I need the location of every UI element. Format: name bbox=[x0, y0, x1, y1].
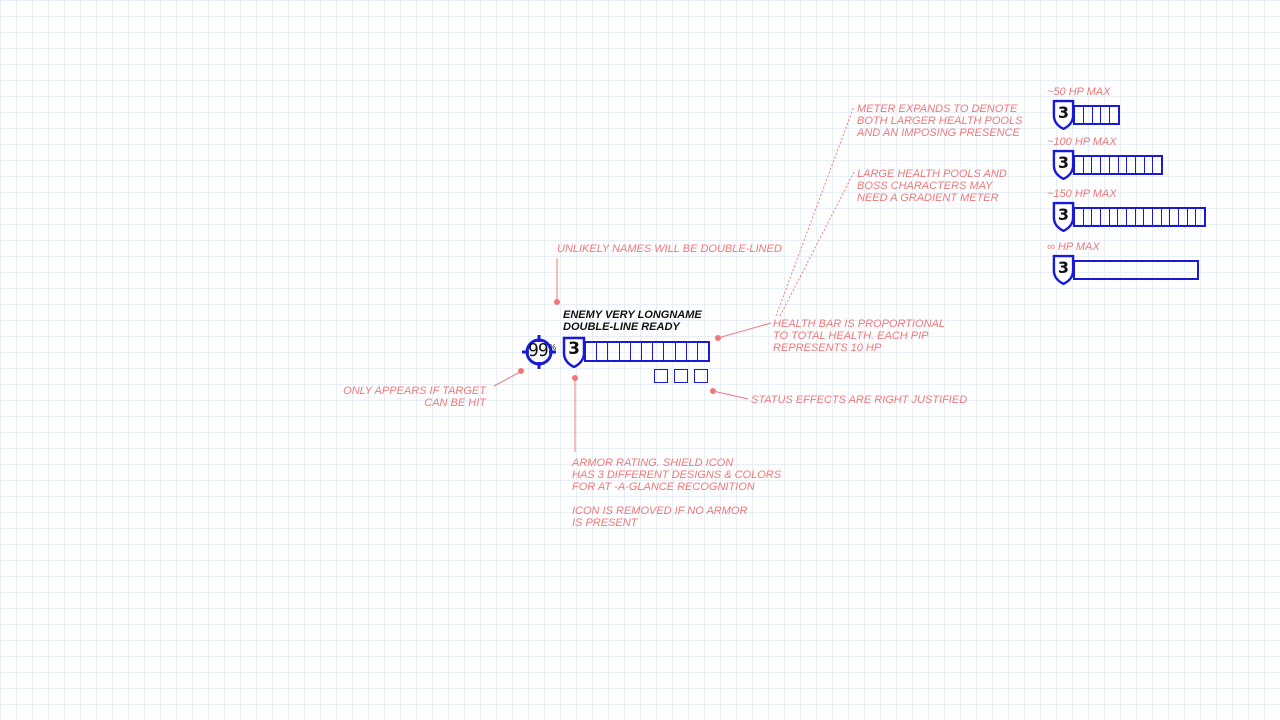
note-status-effects: STATUS EFFECTS ARE RIGHT JUSTIFIED bbox=[751, 394, 968, 406]
health-bar bbox=[584, 341, 710, 362]
health-pip bbox=[1075, 107, 1084, 123]
shield-icon: 3 bbox=[1052, 201, 1075, 232]
health-pip bbox=[597, 343, 609, 360]
health-pip bbox=[642, 343, 654, 360]
health-pip bbox=[1153, 209, 1162, 225]
health-pip bbox=[1136, 157, 1145, 173]
health-pip bbox=[1162, 209, 1171, 225]
tier-health-bar bbox=[1073, 260, 1199, 280]
armor-value: 3 bbox=[1057, 257, 1070, 277]
health-pip bbox=[676, 343, 687, 360]
note-health-bar: HEALTH BAR IS PROPORTIONAL TO TOTAL HEAL… bbox=[773, 318, 945, 354]
leader-dot bbox=[554, 299, 560, 305]
health-pip bbox=[1196, 209, 1204, 225]
status-effect-slot bbox=[654, 369, 668, 383]
health-pip bbox=[1170, 209, 1180, 225]
health-pip bbox=[664, 343, 676, 360]
health-pip bbox=[687, 343, 698, 360]
status-effect-slot bbox=[674, 369, 688, 383]
health-pip bbox=[1084, 107, 1093, 123]
leader-dot bbox=[715, 335, 721, 341]
health-pip bbox=[1145, 157, 1154, 173]
health-pip bbox=[1101, 107, 1111, 123]
health-pip bbox=[1084, 157, 1093, 173]
health-pip bbox=[1136, 209, 1145, 225]
shield-icon: 3 bbox=[1052, 99, 1075, 130]
health-pip bbox=[1093, 107, 1102, 123]
health-pip bbox=[586, 343, 598, 360]
enemy-name: ENEMY VERY LONGNAME DOUBLE-LINE READY bbox=[563, 309, 702, 333]
health-pip bbox=[1075, 157, 1084, 173]
armor-value: 3 bbox=[1057, 152, 1070, 172]
health-pip bbox=[1110, 107, 1118, 123]
leader-dot bbox=[710, 388, 716, 394]
hit-chance-unit: % bbox=[549, 343, 557, 352]
note-gradient-meter: LARGE HEALTH POOLS AND BOSS CHARACTERS M… bbox=[857, 168, 1007, 204]
tier-label: ∞ HP MAX bbox=[1047, 241, 1100, 253]
note-hit-chance: ONLY APPEARS IF TARGET CAN BE HIT bbox=[343, 385, 486, 409]
health-pip bbox=[1101, 157, 1110, 173]
shield-icon: 3 bbox=[1052, 254, 1075, 285]
note-double-line: UNLIKELY NAMES WILL BE DOUBLE-LINED bbox=[557, 243, 782, 255]
health-pip bbox=[631, 343, 642, 360]
shield-icon: 3 bbox=[1052, 149, 1075, 180]
health-pip bbox=[1144, 209, 1154, 225]
health-pip bbox=[1092, 209, 1102, 225]
crosshair-icon bbox=[522, 335, 556, 369]
health-pip bbox=[1110, 157, 1119, 173]
health-pip bbox=[653, 343, 665, 360]
tier-health-bar bbox=[1073, 105, 1120, 125]
health-pip bbox=[1188, 209, 1197, 225]
health-pip bbox=[1127, 157, 1136, 173]
tier-label: ~50 HP MAX bbox=[1047, 86, 1111, 98]
tier-label: ~100 HP MAX bbox=[1047, 136, 1117, 148]
note-meter-expands: METER EXPANDS TO DENOTE BOTH LARGER HEAL… bbox=[857, 103, 1023, 139]
leader-dot bbox=[518, 368, 524, 374]
tier-health-bar bbox=[1073, 155, 1163, 175]
armor-value: 3 bbox=[1057, 102, 1070, 122]
health-pip bbox=[1110, 209, 1119, 225]
tier-label: ~150 HP MAX bbox=[1047, 188, 1117, 200]
health-pip bbox=[1101, 209, 1110, 225]
health-pip bbox=[698, 343, 708, 360]
health-pip bbox=[1179, 209, 1188, 225]
health-pip bbox=[1075, 209, 1084, 225]
health-pip bbox=[1092, 157, 1102, 173]
health-pip bbox=[1153, 157, 1161, 173]
health-pip bbox=[1127, 209, 1136, 225]
health-pip bbox=[608, 343, 620, 360]
shield-icon: 3 bbox=[562, 336, 586, 368]
leader-dot bbox=[572, 375, 578, 381]
health-pip bbox=[1119, 157, 1128, 173]
health-pip bbox=[620, 343, 631, 360]
health-pip bbox=[1118, 209, 1128, 225]
hit-chance-value: 99 bbox=[528, 340, 549, 361]
status-effect-slot bbox=[694, 369, 708, 383]
tier-health-bar bbox=[1073, 207, 1206, 227]
armor-value: 3 bbox=[568, 339, 580, 360]
note-armor-rating: ARMOR RATING. SHIELD ICON HAS 3 DIFFEREN… bbox=[572, 457, 782, 529]
health-pip bbox=[1084, 209, 1093, 225]
health-pip bbox=[1075, 262, 1197, 278]
armor-value: 3 bbox=[1057, 204, 1070, 224]
